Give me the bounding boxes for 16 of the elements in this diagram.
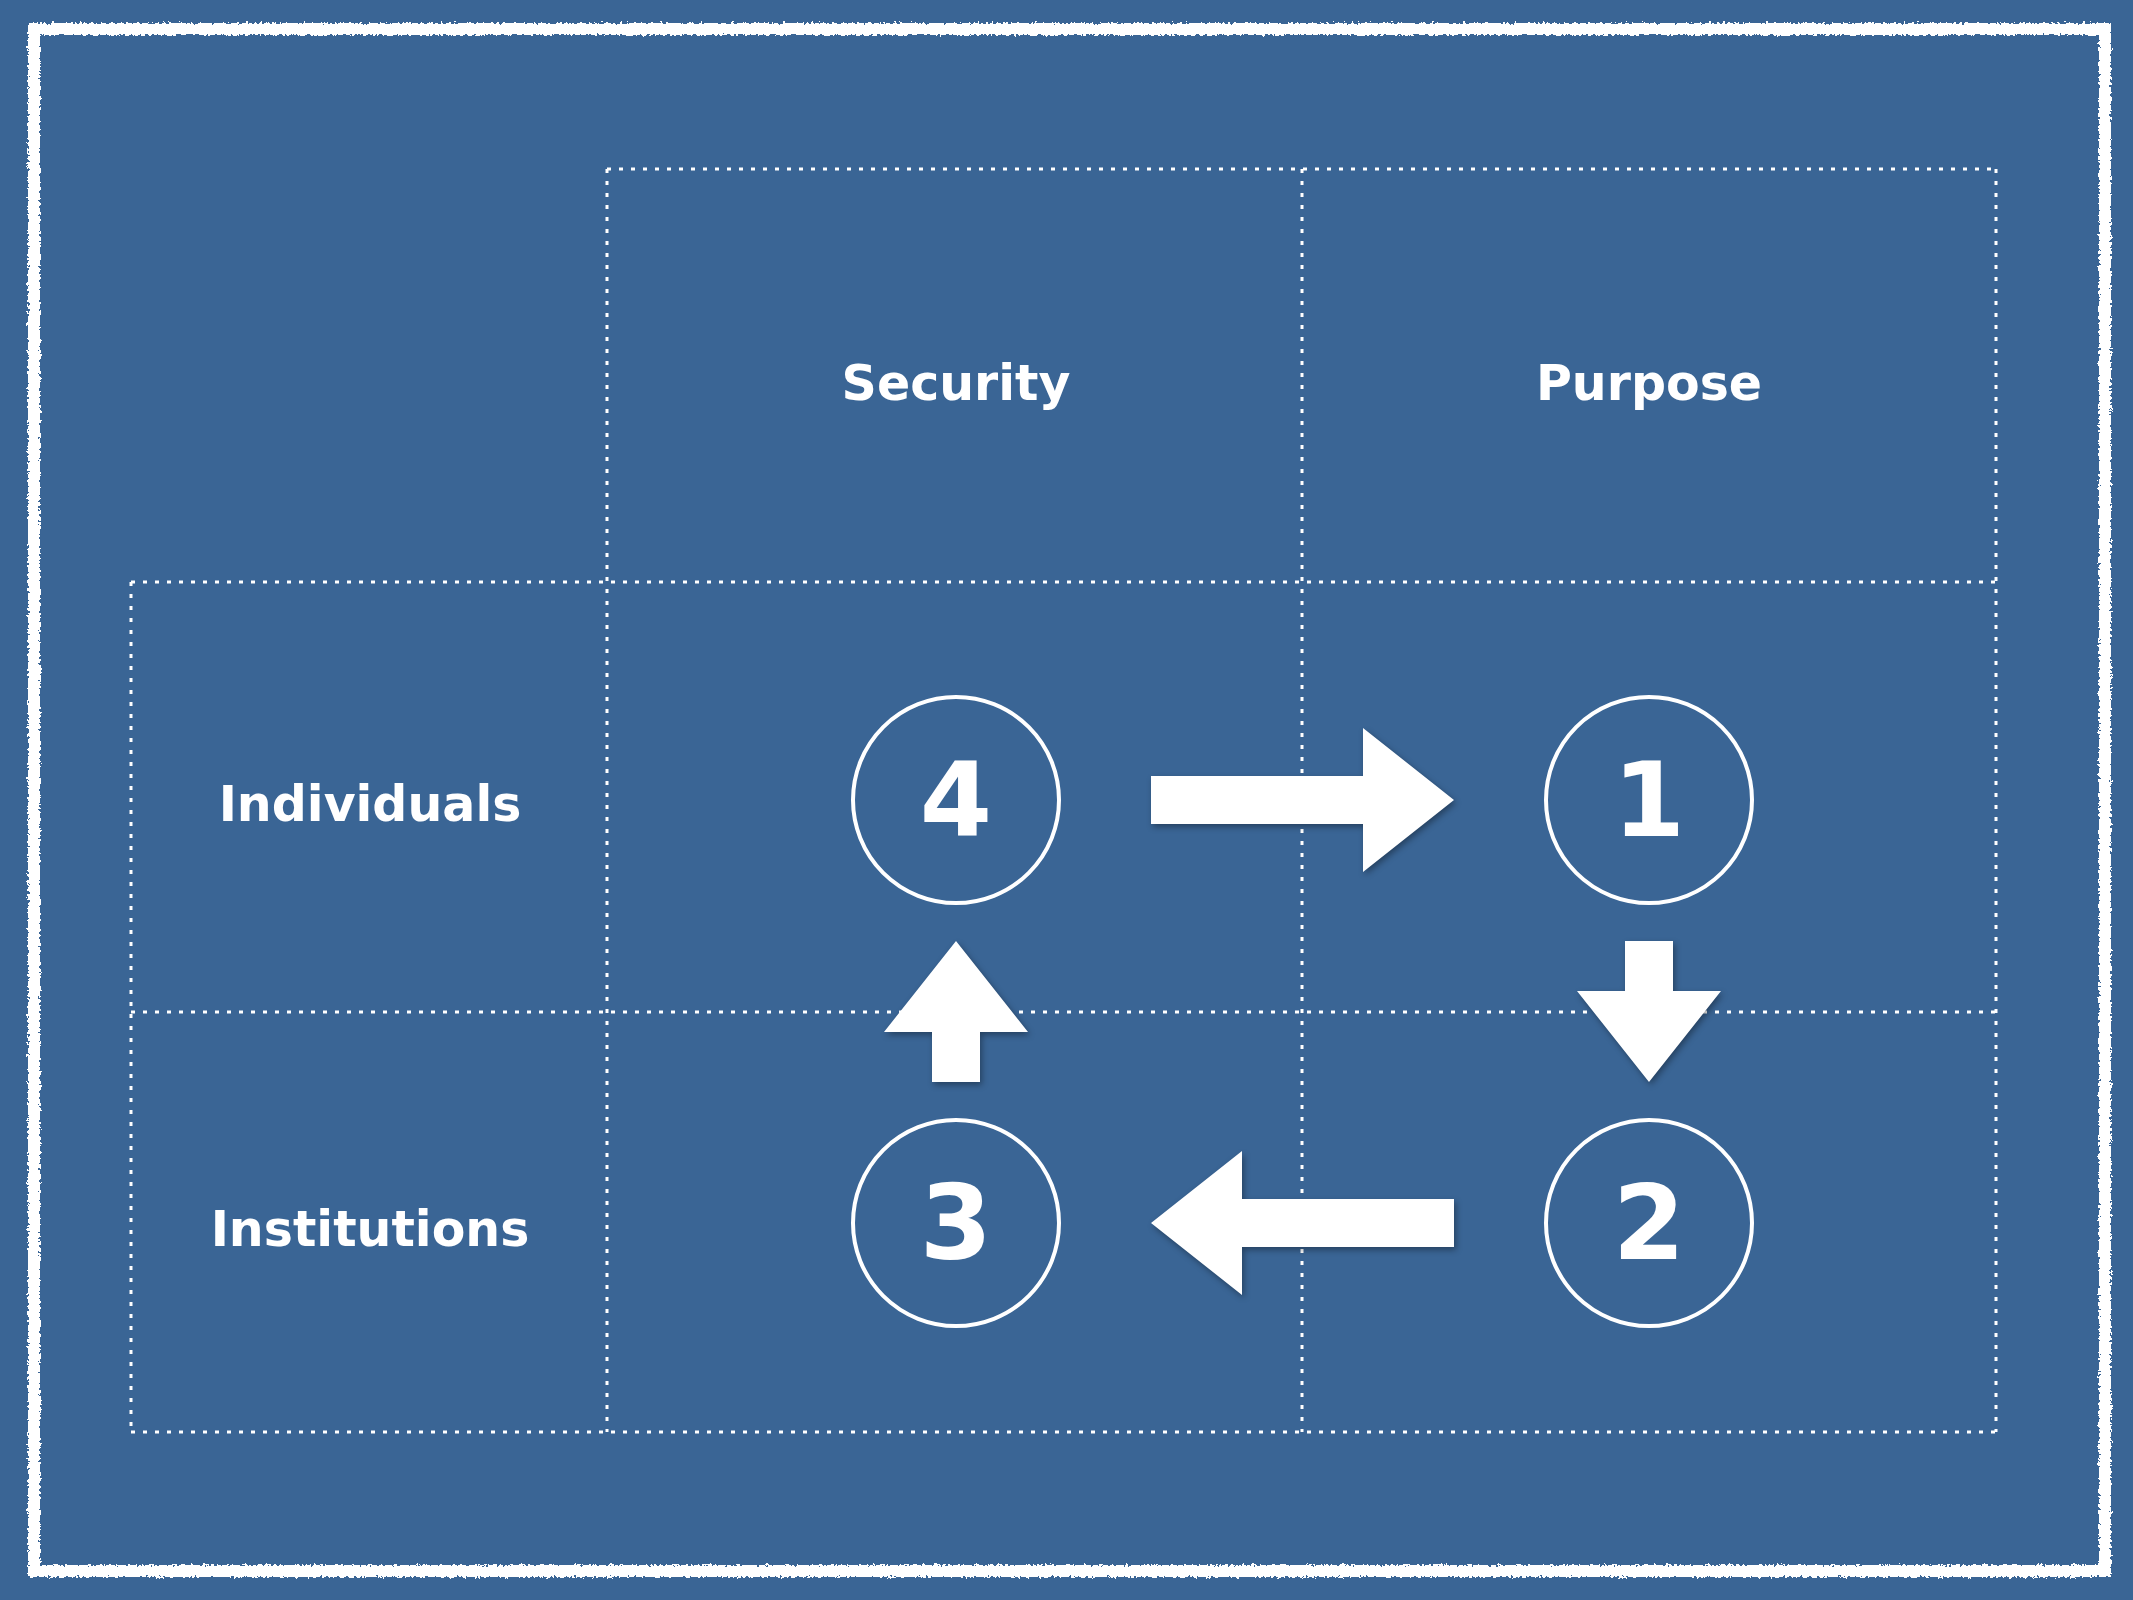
- step-number: 3: [919, 1171, 993, 1275]
- row-header: Institutions: [210, 1200, 530, 1260]
- block-arrow: [1151, 1151, 1454, 1295]
- step-circle: [1544, 1118, 1754, 1328]
- column-header: Purpose: [1535, 354, 1763, 414]
- row-header: Individuals: [218, 775, 522, 835]
- step-circle: [851, 695, 1061, 905]
- block-arrow: [884, 941, 1028, 1082]
- block-arrow: [1151, 728, 1454, 872]
- step-number: 2: [1612, 1171, 1686, 1275]
- step-number: 4: [919, 748, 993, 852]
- step-number: 1: [1612, 748, 1686, 852]
- block-arrow: [1577, 941, 1721, 1082]
- step-circle: [851, 1118, 1061, 1328]
- column-header: Security: [841, 354, 1071, 414]
- step-circle: [1544, 695, 1754, 905]
